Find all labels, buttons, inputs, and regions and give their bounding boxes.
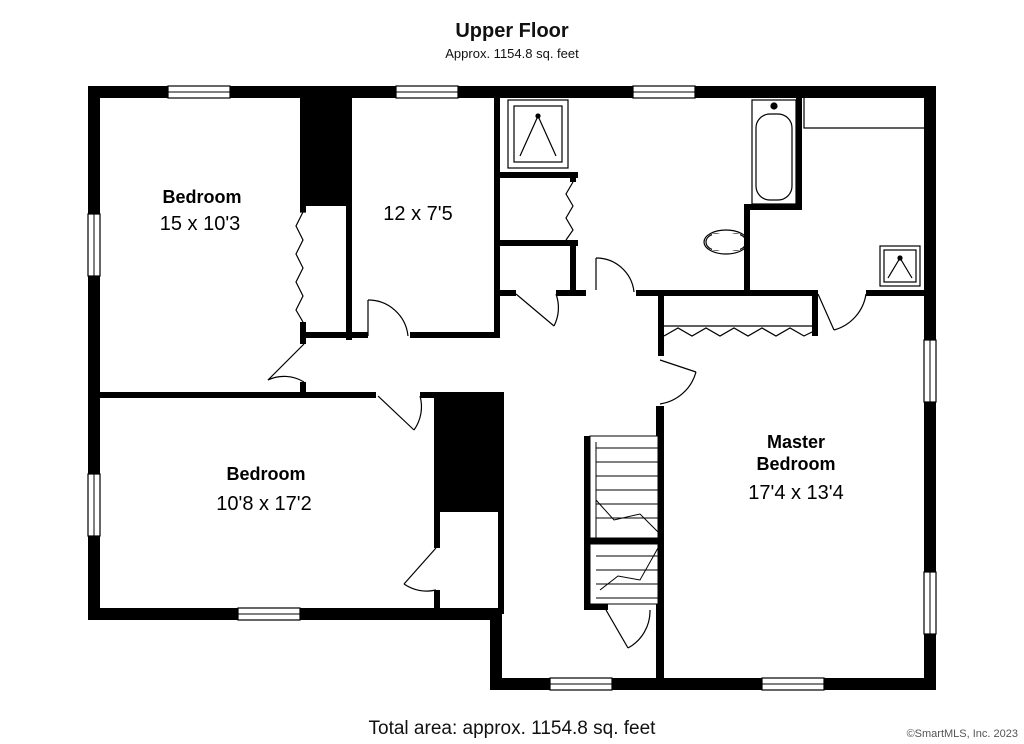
bath-fixtures [507,98,924,287]
wall [300,332,368,338]
bathtub [751,99,797,205]
room-name-master-line2: Bedroom [756,454,835,474]
wall [434,512,440,548]
wall [812,294,818,336]
wall [556,290,586,296]
interior-walls [100,98,924,686]
wall [796,98,802,210]
wall [500,172,578,178]
room-dims-master: 17'4 x 13'4 [748,482,844,504]
room-name-bedroom-2: Bedroom [226,464,305,484]
chimney-lower [434,392,504,512]
room-dims-bedroom-2: 10'8 x 17'2 [216,493,312,515]
wall [656,406,664,686]
total-area: Total area: approx. 1154.8 sq. feet [368,718,656,739]
wall-top [88,86,936,98]
wall [300,206,306,212]
wall-step [490,608,502,690]
wall [346,98,352,340]
wall [744,204,802,210]
room-dims-closet-room: 12 x 7'5 [383,203,452,225]
wall [584,604,608,610]
wall [658,294,664,356]
wall [500,240,578,246]
wall [584,436,590,610]
window-panes [93,91,931,685]
wall [100,392,376,398]
shower [879,245,921,287]
room-name-master-line1: Master [767,432,825,452]
chimney [300,98,352,206]
room-name-bedroom-1: Bedroom [162,187,241,207]
wall [570,240,576,296]
wall [498,392,504,614]
shower-pan [513,105,563,163]
vanity [703,229,749,255]
plan-title: Upper Floor [455,20,569,42]
wall [410,332,500,338]
wall [300,382,306,396]
wall [744,204,750,296]
wall [494,98,500,338]
room-dims-bedroom-1: 15 x 10'3 [160,213,241,235]
wall [590,538,660,544]
shower [507,99,569,169]
plan-subtitle: Approx. 1154.8 sq. feet [445,46,579,61]
wall [570,172,576,182]
doors [267,257,867,649]
closet-doors [295,181,813,337]
tub-basin [755,113,793,201]
wall [866,290,924,296]
stairs [589,435,659,605]
wall [434,590,440,614]
wall-left [88,86,100,620]
wall [636,290,818,296]
wall [500,290,516,296]
copyright: ©SmartMLS, Inc. 2023 [906,728,1018,740]
counter [803,98,924,129]
